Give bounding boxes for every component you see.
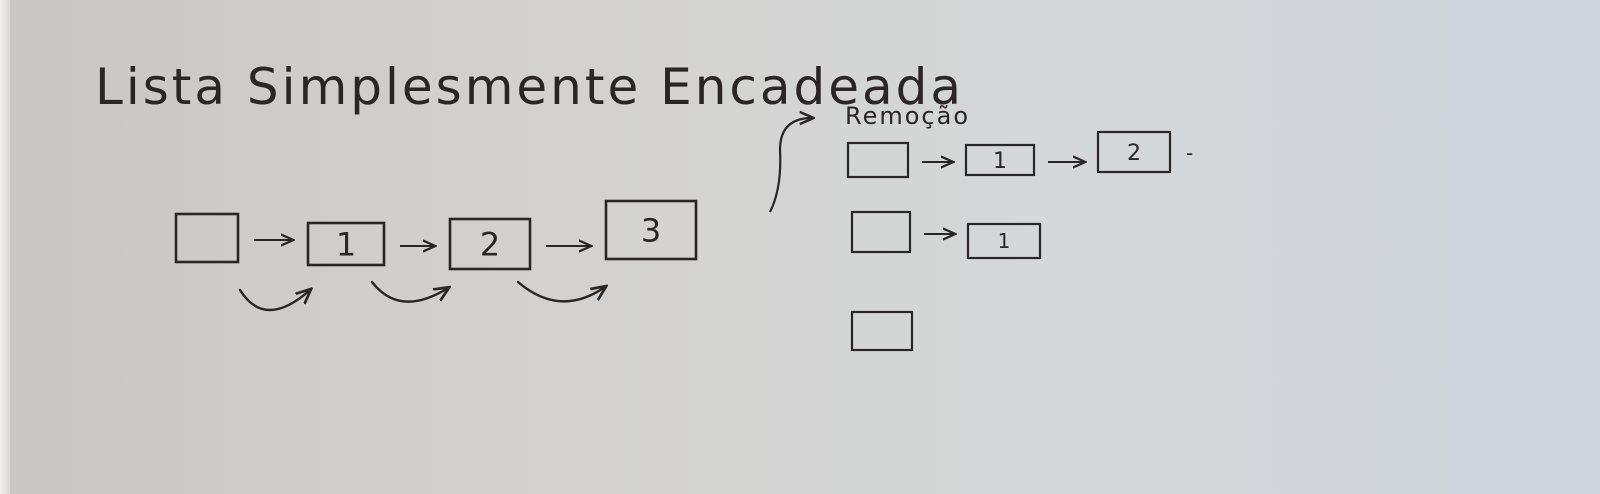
head-node [846, 141, 910, 179]
head-node [174, 212, 240, 264]
node-value: 1 [336, 226, 356, 264]
removal-step-row: 1 [850, 210, 1042, 260]
removal-label: Remoção [845, 102, 970, 130]
node-value: 1 [998, 229, 1011, 253]
node-value: 3 [641, 212, 661, 250]
trailing-dot: - [1186, 141, 1193, 165]
traversal-arrow [370, 280, 448, 303]
head-node [850, 210, 912, 254]
list-node [448, 217, 532, 271]
traversal-arrows [238, 280, 605, 312]
main-list-row: 1 2 3 [174, 199, 698, 271]
node-value: 1 [993, 149, 1007, 174]
paper-edge [0, 0, 10, 494]
traversal-arrow [516, 280, 605, 303]
node-value: 2 [480, 226, 500, 264]
head-node [850, 310, 914, 352]
removal-step-row [850, 310, 914, 352]
diagram-title: Lista Simplesmente Encadeada [95, 58, 964, 116]
list-node [1096, 130, 1172, 174]
list-node [604, 199, 698, 261]
traversal-arrow [238, 290, 310, 312]
list-node [966, 222, 1042, 260]
list-node [964, 143, 1036, 177]
list-node [306, 221, 386, 267]
node-value: 2 [1127, 141, 1141, 166]
removal-bracket-arrow [769, 118, 812, 213]
